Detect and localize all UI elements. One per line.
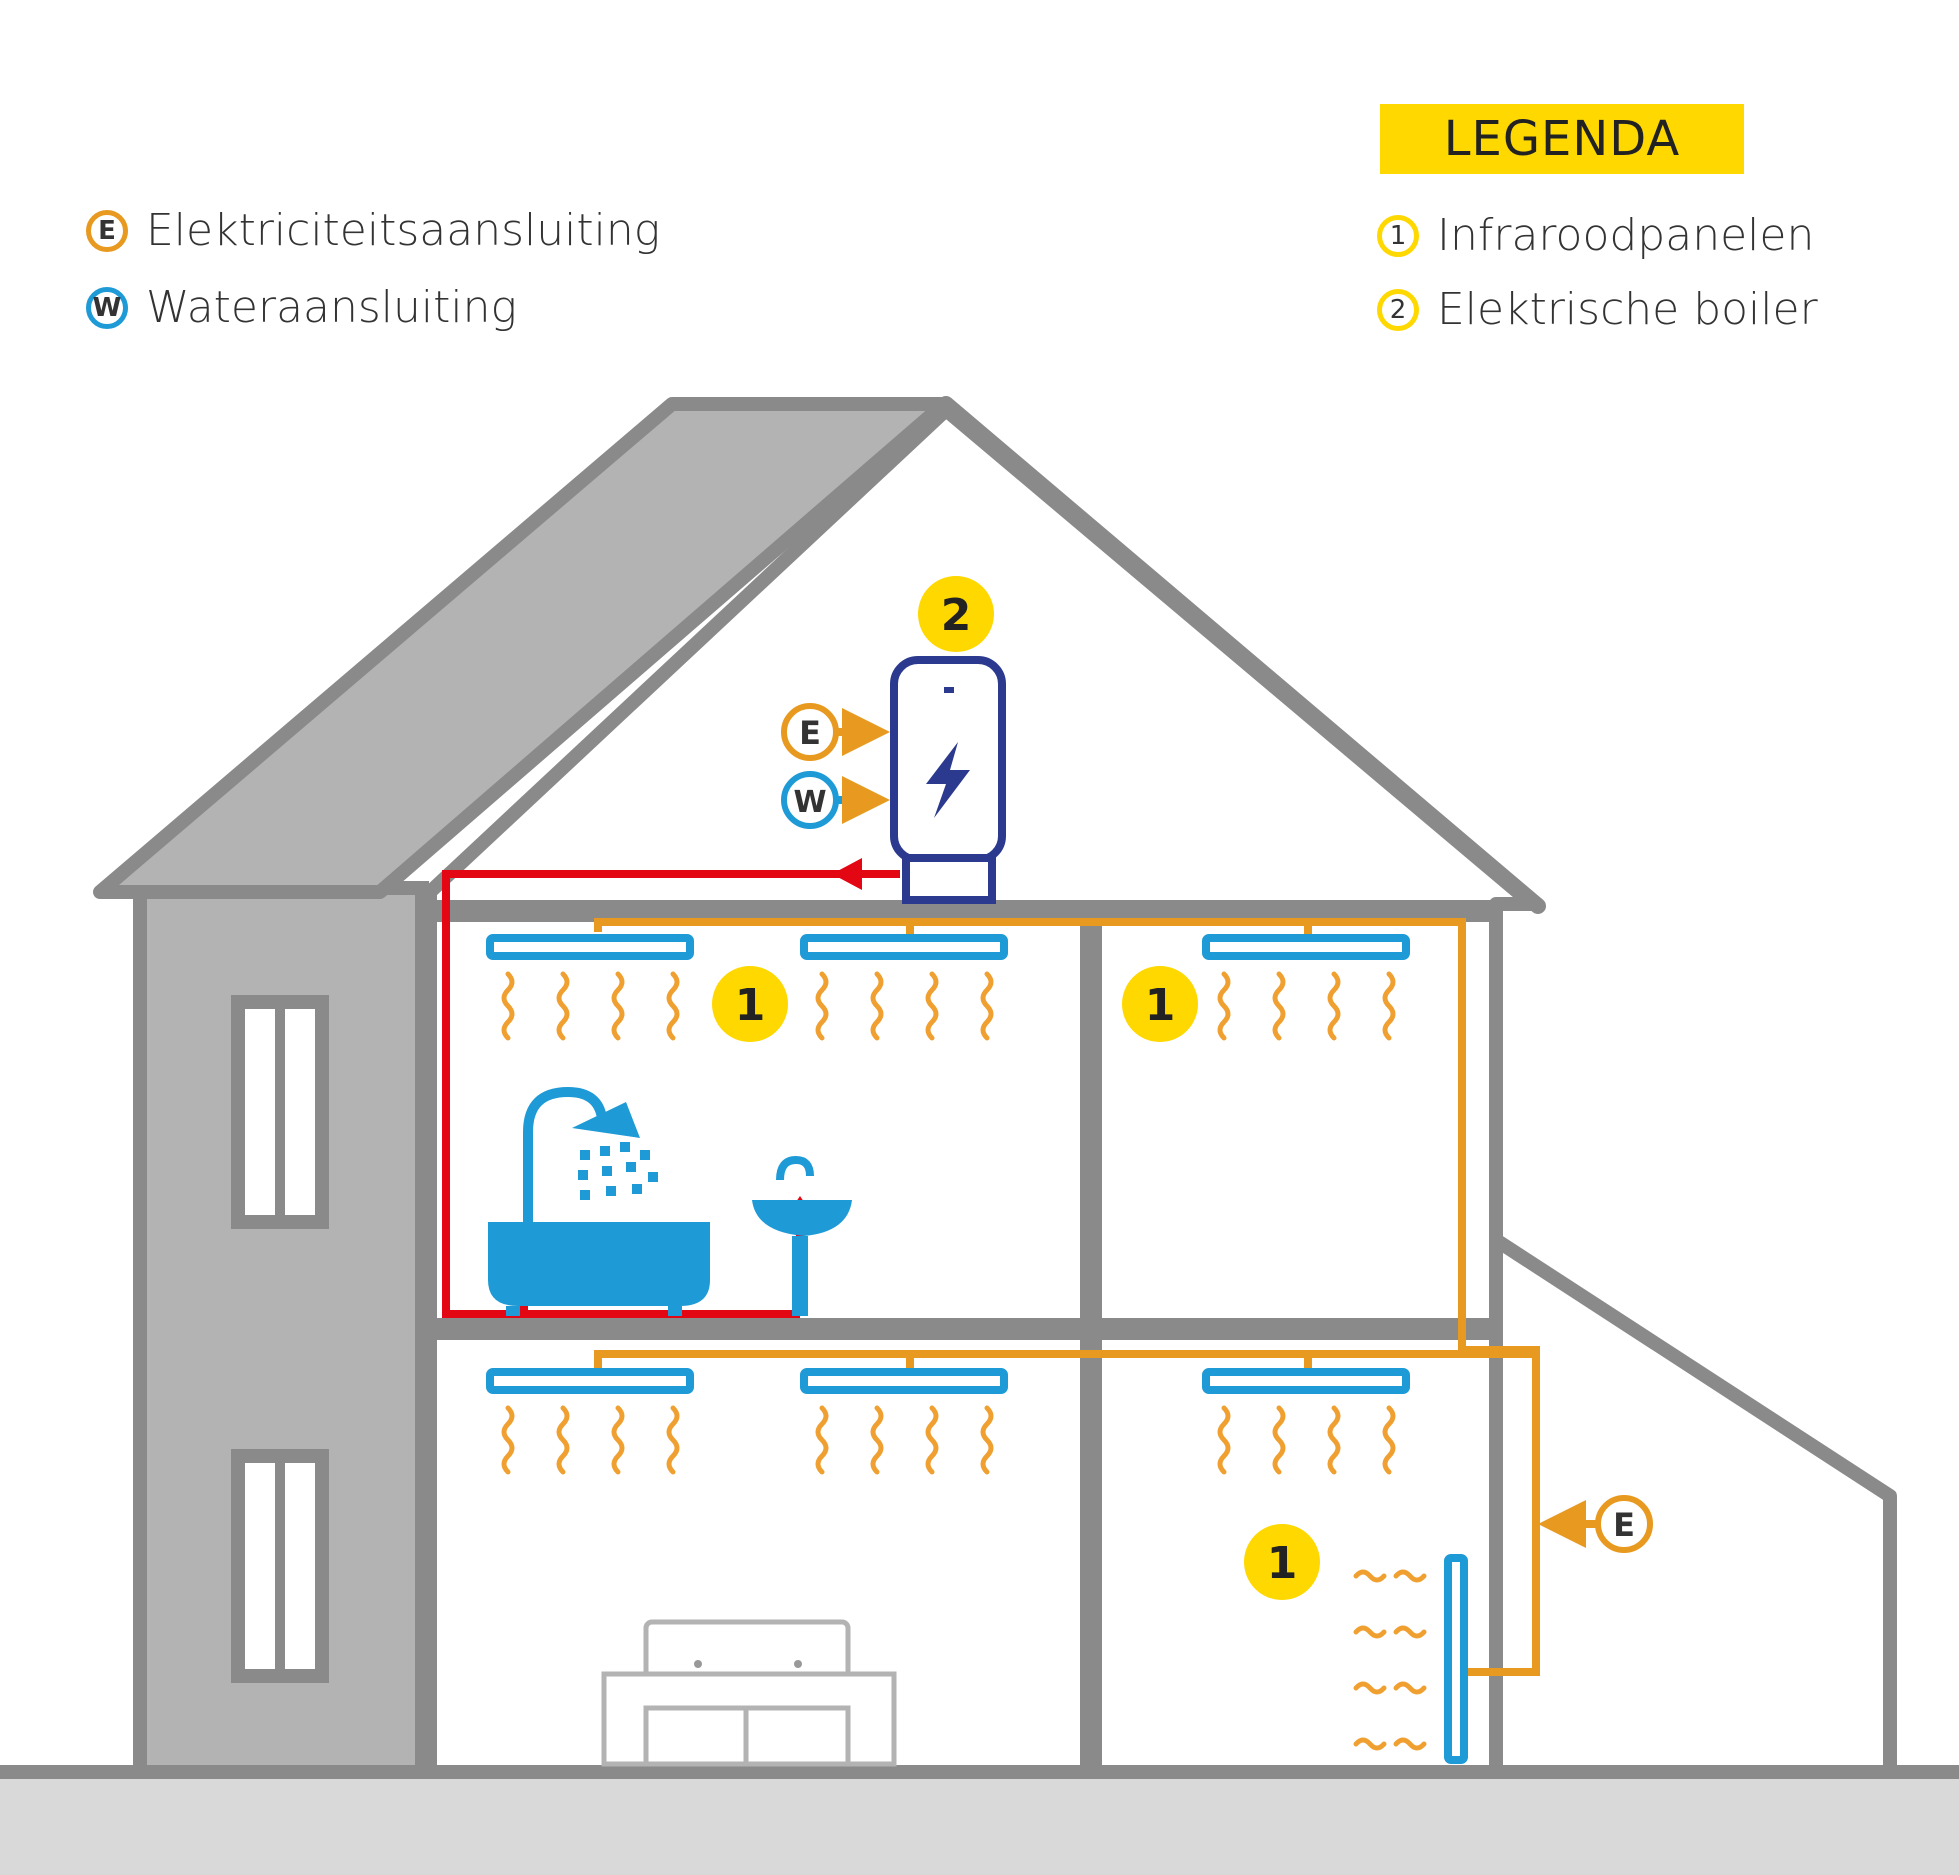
marker-panel-wall-label: 1	[1267, 1538, 1298, 1589]
house-electric-badge: E	[1595, 1495, 1653, 1553]
heat-wave-icon	[501, 1405, 515, 1475]
key-label-water: Wateraansluiting	[146, 282, 517, 333]
heat-wave-icon	[925, 1405, 939, 1475]
marker-boiler: 2	[918, 576, 994, 652]
marker-boiler-label: 2	[941, 590, 972, 641]
heat-wave-icon	[1393, 1625, 1427, 1639]
heat-wave-icon	[1393, 1681, 1427, 1695]
marker-panel-wall: 1	[1244, 1524, 1320, 1600]
heat-wave-icon	[611, 1405, 625, 1475]
key-item-water: W Wateraansluiting	[86, 282, 517, 333]
heat-waves	[501, 971, 1427, 1751]
boiler	[890, 656, 1006, 904]
legend-label-boiler: Elektrische boiler	[1437, 284, 1818, 335]
heat-wave-icon	[666, 971, 680, 1041]
heat-wave-icon	[980, 971, 994, 1041]
heat-wave-icon	[1353, 1737, 1387, 1751]
ground	[0, 1772, 1959, 1875]
heat-wave-icon	[1393, 1737, 1427, 1751]
heat-wave-icon	[1353, 1625, 1387, 1639]
boiler-electric-badge-label: E	[799, 714, 821, 752]
sink-icon	[752, 1155, 852, 1316]
sofa-icon	[601, 1619, 897, 1767]
legend-badge-2: 2	[1377, 288, 1419, 331]
legend-title: LEGENDA	[1380, 104, 1744, 174]
heat-wave-icon	[870, 1405, 884, 1475]
roof-right-edge	[938, 396, 1546, 914]
annex	[1489, 1233, 1897, 1779]
heat-wave-icon	[815, 971, 829, 1041]
heat-wave-icon	[1217, 971, 1231, 1041]
heat-wave-icon	[1327, 1405, 1341, 1475]
marker-panel-bedroom: 1	[1122, 966, 1198, 1042]
heat-wave-icon	[1382, 971, 1396, 1041]
heat-wave-icon	[666, 1405, 680, 1475]
heat-wave-icon	[501, 971, 515, 1041]
heat-wave-icon	[1272, 971, 1286, 1041]
marker-panel-bathroom-label: 1	[735, 980, 766, 1031]
legend-badge-1: 1	[1377, 214, 1419, 257]
legend-item-infrared: 1 Infraroodpanelen	[1377, 210, 1814, 261]
boiler-electric-badge: E	[781, 703, 839, 761]
heat-wave-icon	[925, 971, 939, 1041]
lightning-icon	[926, 742, 970, 818]
heat-wave-icon	[1327, 971, 1341, 1041]
key-badge-e: E	[86, 209, 128, 252]
infrared-panels	[486, 934, 1468, 1764]
bathtub-icon	[488, 1222, 710, 1316]
heat-wave-icon	[815, 1405, 829, 1475]
house-electric-badge-label: E	[1613, 1506, 1635, 1544]
boiler-water-badge: W	[781, 771, 839, 829]
heat-wave-icon	[611, 971, 625, 1041]
heat-wave-icon	[1353, 1569, 1387, 1583]
heat-wave-icon	[980, 1405, 994, 1475]
heat-wave-icon	[1382, 1405, 1396, 1475]
attic-floor	[430, 900, 1496, 922]
legend-label-infrared: Infraroodpanelen	[1437, 210, 1815, 261]
shower-icon	[523, 1086, 658, 1222]
heat-wave-icon	[556, 971, 570, 1041]
heat-wave-icon	[1272, 1405, 1286, 1475]
marker-panel-bathroom: 1	[712, 966, 788, 1042]
heat-wave-icon	[1393, 1569, 1427, 1583]
key-item-electric: E Elektriciteitsaansluiting	[86, 205, 660, 256]
boiler-water-badge-label: W	[793, 785, 826, 820]
first-floor	[430, 1318, 1496, 1340]
hot-water-arrow-boiler	[832, 858, 862, 890]
heat-wave-icon	[1353, 1681, 1387, 1695]
marker-panel-bedroom-label: 1	[1145, 980, 1176, 1031]
key-label-electric: Elektriciteitsaansluiting	[146, 205, 661, 256]
heat-wave-icon	[556, 1405, 570, 1475]
legend-item-boiler: 2 Elektrische boiler	[1377, 284, 1818, 335]
electric-wiring	[594, 918, 1540, 1676]
interior-wall-upper	[1080, 922, 1102, 1318]
heat-wave-icon	[1217, 1405, 1231, 1475]
interior-wall-lower	[1080, 1340, 1102, 1772]
heat-wave-icon	[870, 971, 884, 1041]
key-badge-w: W	[86, 286, 128, 329]
